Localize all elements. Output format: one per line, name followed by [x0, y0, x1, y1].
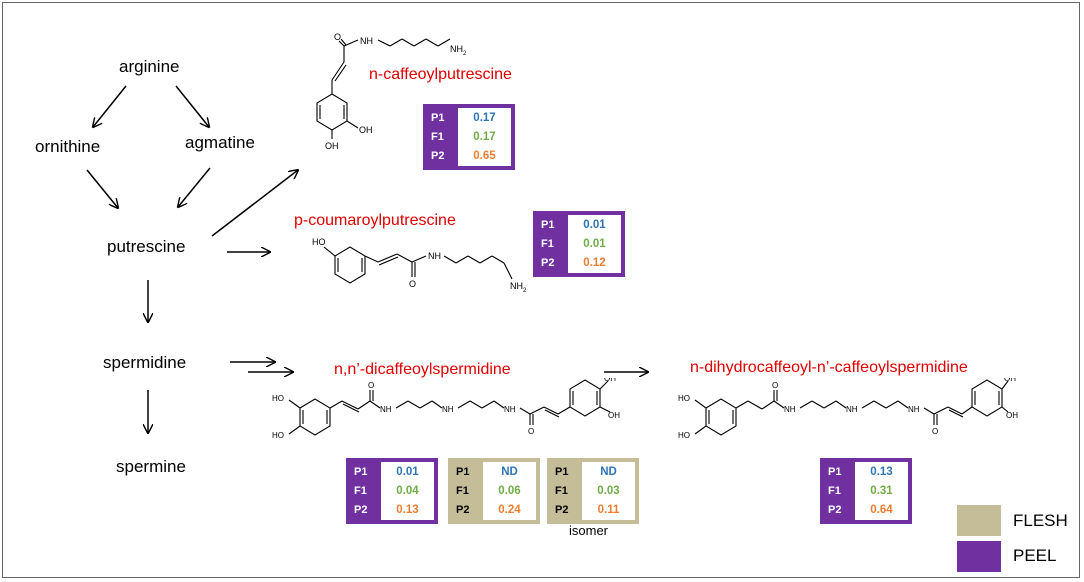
- structure-n-caffeoylputrescine: O NH NH 2 OH OH: [316, 32, 467, 151]
- atom-label: HO: [272, 431, 284, 440]
- atom-label: HO: [678, 431, 690, 440]
- atom-label: NH: [360, 36, 373, 46]
- value-p1: ND: [600, 465, 617, 478]
- label-spermidine: spermidine: [103, 353, 187, 372]
- label-dicaffeoylspermidine: n,n’-dicaffeoylspermidine: [334, 361, 511, 378]
- key-p1: P1: [431, 111, 445, 124]
- atom-label: NH: [784, 405, 796, 414]
- atom-label: NH: [846, 405, 858, 414]
- key-f1: F1: [456, 484, 469, 497]
- key-f1: F1: [431, 130, 444, 143]
- atom-label: O: [932, 427, 938, 436]
- key-p1: P1: [828, 465, 842, 478]
- key-p1: P1: [456, 465, 470, 478]
- value-p1: ND: [501, 465, 518, 478]
- isomer-label: isomer: [569, 523, 609, 538]
- value-f1: 0.17: [473, 130, 496, 143]
- key-f1: F1: [541, 237, 554, 250]
- atom-label: 2: [463, 51, 467, 57]
- arrow-ornithine-putrescine: [86, 169, 118, 208]
- atom-label: O: [368, 381, 374, 390]
- atom-label: OH: [604, 378, 616, 383]
- atom-label: NH: [442, 405, 454, 414]
- key-p1: P1: [541, 218, 555, 231]
- atom-label: OH: [608, 411, 620, 420]
- label-n-caffeoylputrescine: n-caffeoylputrescine: [369, 66, 512, 83]
- value-f1: 0.03: [597, 484, 620, 497]
- label-ornithine: ornithine: [35, 137, 101, 156]
- atom-label: HO: [312, 237, 326, 247]
- atom-label: O: [772, 381, 778, 390]
- legend-label-peel: PEEL: [1013, 546, 1057, 565]
- value-p2: 0.11: [597, 504, 620, 517]
- key-f1: F1: [828, 484, 841, 497]
- label-p-coumaroylputrescine: p-coumaroylputrescine: [294, 212, 456, 229]
- key-f1: F1: [354, 484, 367, 497]
- legend-swatch-peel: [957, 541, 1001, 572]
- label-dihydrocaffeoyl-caffeoylspermidine: n-dihydrocaffeoyl-n’-caffeoylspermidine: [690, 359, 968, 376]
- value-p1: 0.01: [396, 465, 419, 478]
- key-p2: P2: [431, 150, 445, 163]
- value-p2: 0.24: [498, 504, 521, 517]
- atom-label: OH: [1004, 378, 1016, 383]
- label-putrescine: putrescine: [107, 237, 186, 256]
- atom-label: NH: [450, 44, 463, 54]
- value-p2: 0.64: [870, 504, 893, 517]
- value-f1: 0.04: [396, 484, 419, 497]
- structure-dihydrocaffeoyl-caffeoylspermidine: HO HO O NH NH NH O OH OH: [678, 378, 1018, 440]
- atom-label: OH: [1006, 411, 1018, 420]
- atom-label: O: [528, 427, 534, 436]
- label-spermine: spermine: [116, 457, 186, 476]
- arrow-arginine-ornithine: [93, 85, 127, 127]
- atom-label: OH: [325, 141, 339, 151]
- atom-label: NH: [908, 405, 920, 414]
- value-p2: 0.12: [583, 257, 606, 270]
- value-f1: 0.01: [583, 237, 606, 250]
- label-agmatine: agmatine: [185, 133, 255, 152]
- key-p2: P2: [828, 504, 842, 517]
- label-arginine: arginine: [119, 57, 180, 76]
- key-f1: F1: [555, 484, 568, 497]
- arrow-putrescine-caffeoyl: [211, 170, 298, 237]
- structure-p-coumaroylputrescine: HO O NH NH 2: [312, 237, 527, 294]
- atom-label: 2: [523, 288, 527, 294]
- atom-label: OH: [359, 125, 373, 135]
- atom-label: HO: [272, 394, 284, 403]
- arrow-agmatine-putrescine: [178, 167, 211, 207]
- atom-label: HO: [678, 394, 690, 403]
- structure-dicaffeoylspermidine: HO HO O NH NH NH O OH OH: [272, 378, 620, 440]
- key-p1: P1: [555, 465, 569, 478]
- value-f1: 0.06: [498, 484, 521, 497]
- atom-label: NH: [380, 405, 392, 414]
- value-p2: 0.65: [473, 150, 496, 163]
- key-p1: P1: [354, 465, 368, 478]
- value-p2: 0.13: [396, 504, 419, 517]
- atom-label: O: [409, 279, 416, 289]
- value-p1: 0.01: [583, 218, 606, 231]
- legend-swatch-flesh: [957, 505, 1001, 536]
- atom-label: NH: [428, 251, 441, 261]
- value-f1: 0.31: [870, 484, 893, 497]
- legend-label-flesh: FLESH: [1013, 511, 1068, 530]
- atom-label: NH: [504, 405, 516, 414]
- value-p1: 0.17: [473, 111, 496, 124]
- key-p2: P2: [456, 504, 470, 517]
- arrow-arginine-agmatine: [175, 85, 209, 127]
- value-p1: 0.13: [870, 465, 893, 478]
- atom-label: O: [334, 32, 341, 42]
- key-p2: P2: [541, 257, 555, 270]
- key-p2: P2: [354, 504, 368, 517]
- atom-label: NH: [510, 281, 523, 291]
- key-p2: P2: [555, 504, 569, 517]
